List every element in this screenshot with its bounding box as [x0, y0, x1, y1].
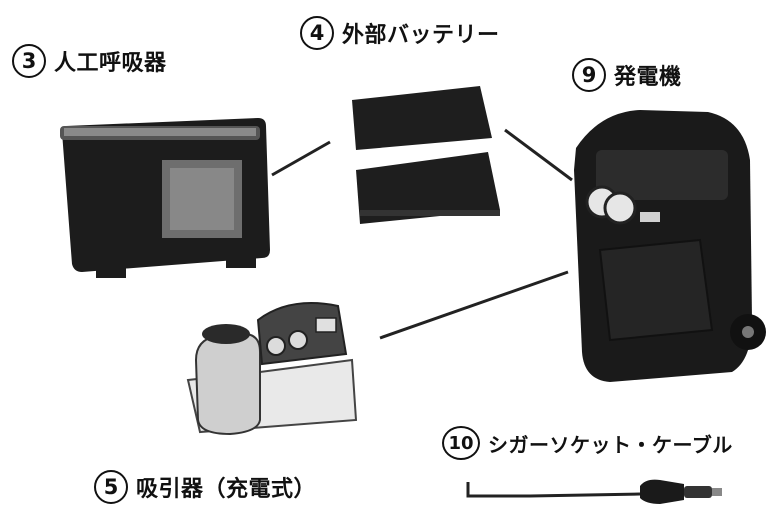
connector-suction-generator — [379, 270, 569, 340]
connector-ventilator-battery — [271, 140, 331, 177]
label-number: 5 — [94, 470, 128, 504]
label-text: 発電機 — [614, 65, 682, 90]
label-text: 人工呼吸器 — [54, 51, 167, 76]
label-cigarette-socket-cable: 10 シガーソケット・ケーブル — [442, 426, 733, 460]
label-number: 3 — [12, 44, 46, 78]
label-ventilator: 3 人工呼吸器 — [12, 44, 167, 78]
suction-device-illustration — [186, 302, 358, 436]
ventilator-illustration — [60, 118, 270, 278]
connector-battery-generator — [504, 128, 573, 182]
label-number: 10 — [442, 426, 480, 460]
label-text: シガーソケット・ケーブル — [488, 432, 733, 457]
label-number: 4 — [300, 16, 334, 50]
battery-illustration — [352, 86, 500, 224]
connector-lines — [271, 128, 573, 340]
label-text: 吸引器（充電式） — [136, 477, 317, 502]
label-suction-device: 5 吸引器（充電式） — [94, 470, 316, 504]
cable-illustration — [466, 479, 722, 504]
label-generator: 9 発電機 — [572, 58, 682, 92]
generator-illustration — [574, 110, 766, 382]
label-text: 外部バッテリー — [342, 23, 500, 48]
label-external-battery: 4 外部バッテリー — [300, 16, 500, 50]
label-number: 9 — [572, 58, 606, 92]
